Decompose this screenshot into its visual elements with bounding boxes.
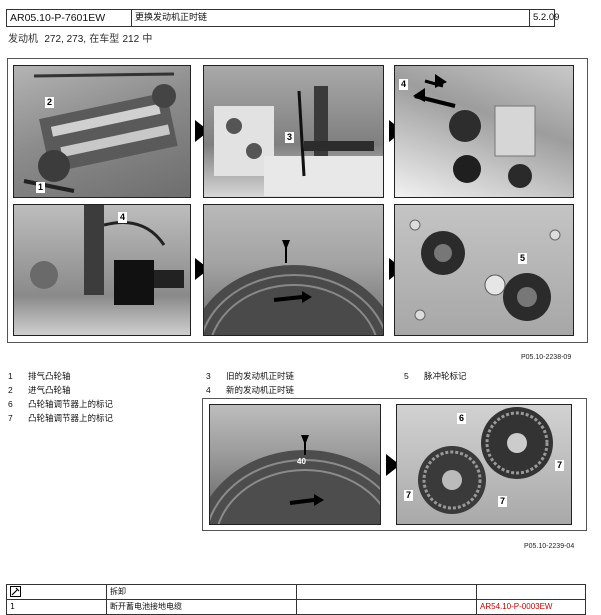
- wrench-icon-svg: [10, 586, 21, 597]
- engine-top-drawing: [23, 72, 178, 193]
- crank-pulley-drawing: [204, 240, 383, 335]
- camshaft-adjusters-drawing: [409, 219, 561, 321]
- wrench-icon: [7, 585, 107, 599]
- row-step-text: 断开蓄电池接地电缆: [107, 600, 297, 614]
- doc-code: AR05.10-P-7601EW: [7, 10, 132, 26]
- photo-new-chain: 4: [13, 204, 191, 336]
- callout-3: 3: [285, 132, 295, 143]
- subtitle-model: 212: [122, 34, 140, 45]
- row-reference-link[interactable]: AR54.10-P-0003EW: [480, 602, 553, 611]
- callout-6: 6: [457, 413, 467, 424]
- engine-front-drawing: [413, 74, 536, 188]
- table-empty-cell: [297, 600, 477, 614]
- callout-7c: 7: [498, 496, 508, 507]
- photo-camshaft-adjusters: 5: [394, 204, 574, 336]
- table-empty-cell: [297, 585, 477, 599]
- figure-1: 2 1 3 4: [7, 58, 588, 343]
- callout-4b: 4: [118, 212, 128, 223]
- doc-title: 更换发动机正时链: [132, 10, 530, 26]
- photo-adjuster-marks: 6 7 7 7: [396, 404, 572, 525]
- subtitle-tail: 中: [142, 34, 153, 45]
- callout-5: 5: [518, 253, 528, 264]
- photo-crank-pulley: [203, 204, 384, 336]
- subtitle-label: 发动机: [8, 34, 38, 45]
- figure-1-ref: P05.10-2238-09: [521, 354, 572, 361]
- callout-7a: 7: [555, 460, 565, 471]
- crank-mark-drawing: [210, 435, 380, 524]
- callout-1: 1: [36, 182, 46, 193]
- photo-engine-top: 2 1: [13, 65, 191, 198]
- engine-subtitle: 发动机 272, 273, 在车型 212 中: [8, 30, 152, 45]
- photo-crank-mark: 40: [209, 404, 381, 525]
- callout-4: 4: [399, 79, 409, 90]
- row-number: 1: [7, 600, 107, 614]
- callout-7b: 7: [404, 490, 414, 501]
- new-chain-drawing: [30, 205, 184, 305]
- callout-2: 2: [45, 97, 55, 108]
- photo-chain-tool: 3: [203, 65, 384, 198]
- table-section-label: 拆卸: [107, 585, 297, 599]
- adjuster-marks-drawing: [418, 407, 553, 514]
- figure-2: 40 6 7 7 7: [202, 398, 587, 531]
- scale-label: 40: [297, 457, 306, 466]
- chain-tool-drawing: [214, 86, 383, 196]
- table-header-row: 拆卸: [7, 585, 585, 600]
- document-header: AR05.10-P-7601EW 更换发动机正时链 5.2.09: [6, 9, 560, 27]
- table-empty-cell: [477, 585, 585, 599]
- doc-date: 5.2.09: [533, 12, 560, 23]
- subtitle-engines: 272, 273,: [44, 34, 87, 45]
- photo-engine-front: 4: [394, 65, 574, 198]
- table-row: 1 断开蓄电池接地电缆 AR54.10-P-0003EW: [7, 600, 585, 614]
- figure-2-ref: P05.10-2239-04: [524, 543, 575, 550]
- subtitle-suffix: 在车型: [89, 34, 120, 45]
- procedure-table: 拆卸 1 断开蓄电池接地电缆 AR54.10-P-0003EW: [6, 584, 586, 615]
